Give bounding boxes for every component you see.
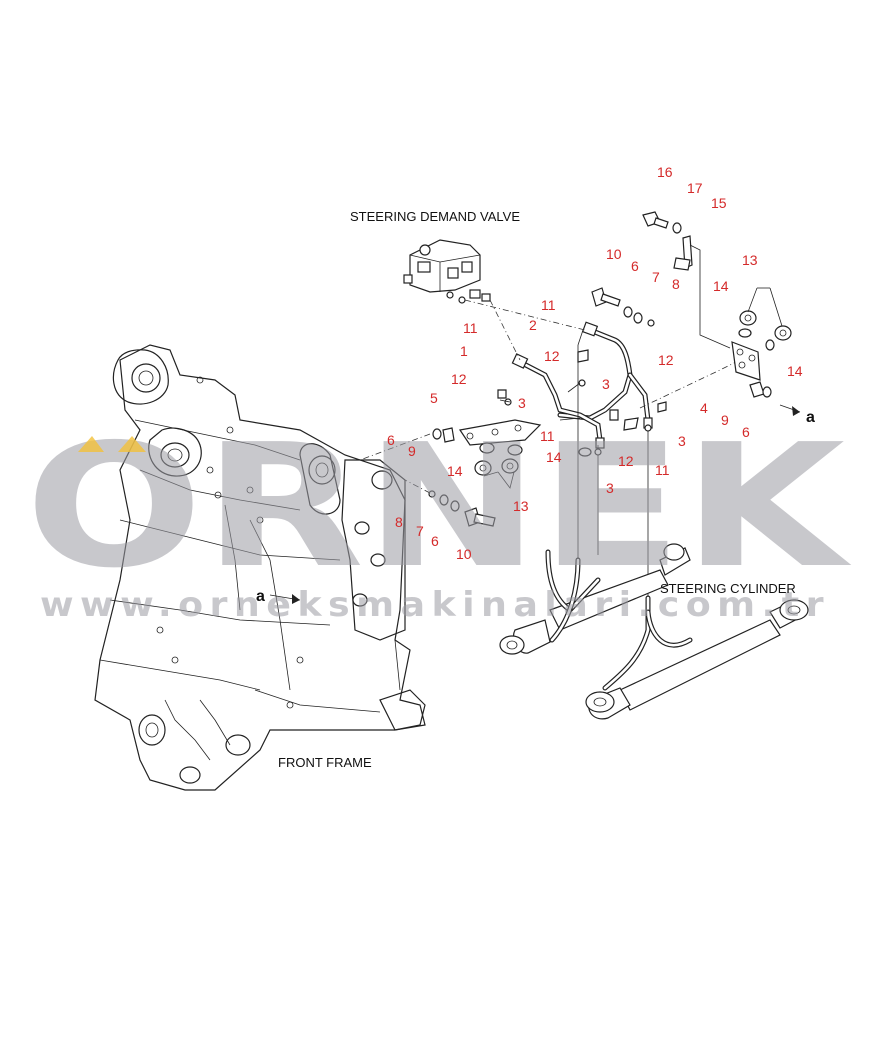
callout: 3 — [602, 376, 610, 392]
hydraulic-lines — [464, 299, 741, 600]
callout: 10 — [456, 546, 472, 562]
callout: 4 — [700, 400, 708, 416]
callout: 12 — [451, 371, 467, 387]
label-steering-demand-valve: STEERING DEMAND VALVE — [350, 209, 520, 224]
callout: 11 — [463, 320, 478, 336]
callouts: 16 17 15 10 6 7 8 13 14 14 11 2 11 1 12 … — [387, 164, 803, 562]
callout: 3 — [606, 480, 614, 496]
callout: 6 — [631, 258, 639, 274]
callout: 14 — [713, 278, 729, 294]
callout: 13 — [742, 252, 758, 268]
steering-demand-valve-drawing — [403, 239, 491, 304]
callout: 7 — [652, 269, 660, 285]
view-marker-right: a — [806, 409, 815, 426]
callout: 7 — [416, 523, 424, 539]
front-frame-drawing — [94, 344, 426, 791]
callout: 5 — [430, 390, 438, 406]
callout: 8 — [672, 276, 680, 292]
watermark: ORNEK www.orneksmakinalari.com.tr — [25, 408, 851, 625]
callout: 3 — [678, 433, 686, 449]
watermark-url: www.orneksmakinalari.com.tr — [40, 585, 830, 625]
callout: 17 — [687, 180, 703, 196]
callout: 9 — [408, 443, 416, 459]
leader-lines — [483, 287, 783, 489]
callout: 6 — [387, 432, 395, 448]
callout: 14 — [447, 463, 463, 479]
callout: 12 — [618, 453, 634, 469]
watermark-brand: ORNEK — [25, 408, 851, 606]
callout: 10 — [606, 246, 622, 262]
callout: 11 — [541, 297, 556, 313]
view-arrow-graphics — [269, 404, 801, 604]
callout: 11 — [540, 428, 555, 444]
callout: 6 — [742, 424, 750, 440]
fastener-parts — [359, 211, 792, 527]
view-marker-left: a — [256, 588, 265, 605]
callout: 16 — [657, 164, 673, 180]
callout: 2 — [529, 317, 537, 333]
callout: 3 — [518, 395, 526, 411]
callout: 9 — [721, 412, 729, 428]
callout: 14 — [787, 363, 803, 379]
callout: 14 — [546, 449, 562, 465]
label-steering-cylinder: STEERING CYLINDER — [660, 581, 796, 596]
label-front-frame: FRONT FRAME — [278, 755, 372, 770]
steering-cylinder-drawing — [499, 543, 809, 720]
callout: 12 — [658, 352, 674, 368]
callout: 15 — [711, 195, 727, 211]
callout: 1 — [460, 343, 468, 359]
callout: 11 — [655, 462, 670, 478]
callout: 12 — [544, 348, 560, 364]
watermark-accent-icon — [78, 436, 146, 452]
callout: 6 — [431, 533, 439, 549]
callout: 13 — [513, 498, 529, 514]
callout: 8 — [395, 514, 403, 530]
